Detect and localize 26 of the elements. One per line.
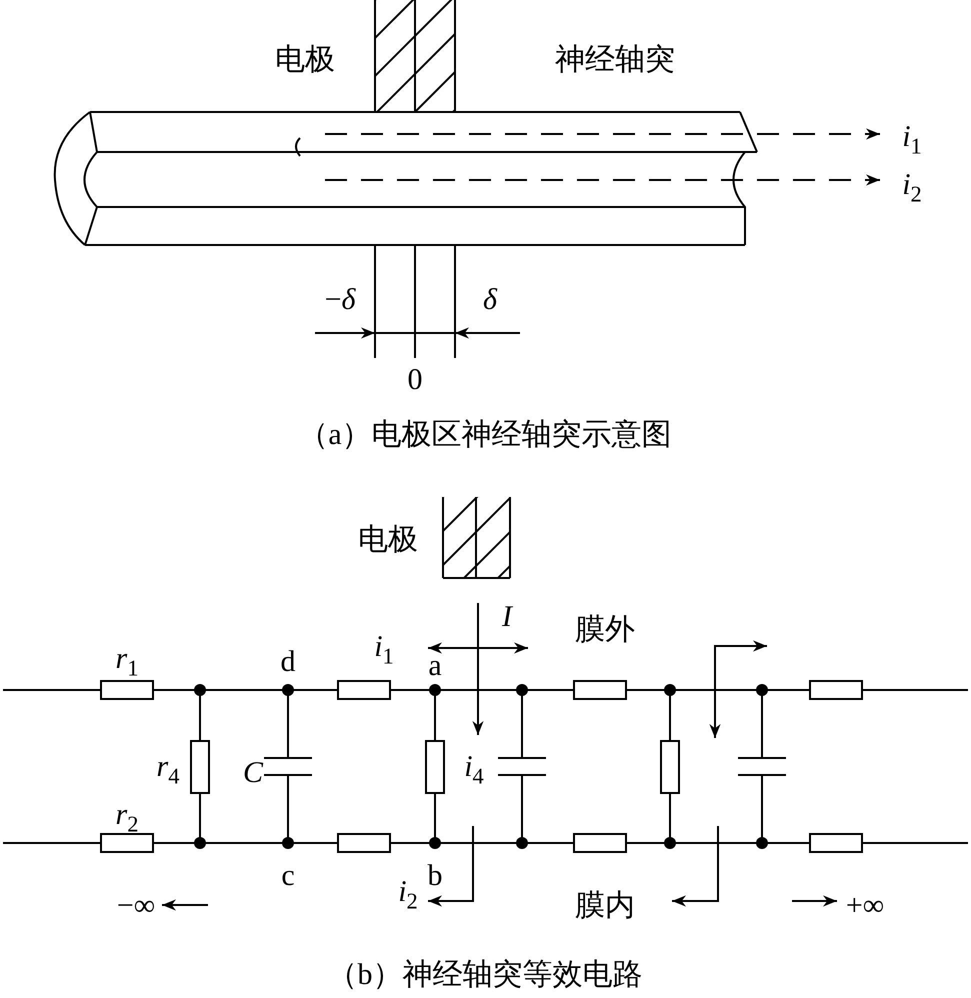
- dimension-label: 0: [408, 365, 422, 395]
- node-label: d: [280, 647, 296, 677]
- component-label: r$_{1}$: [116, 644, 138, 680]
- component-label: r$_{2}$: [116, 800, 138, 836]
- current-label: I: [502, 602, 512, 632]
- current-label: i$_{4}$: [464, 752, 484, 788]
- region-label: 膜外: [575, 615, 635, 645]
- node-label: b: [428, 861, 442, 891]
- current-label: i$_{2}$: [902, 170, 922, 206]
- part-label: 电极: [275, 45, 335, 75]
- direction-label: −∞: [116, 891, 156, 921]
- current-label: i$_{1}$: [902, 122, 922, 158]
- component-label: C: [243, 758, 263, 788]
- dimension-label: −δ: [324, 285, 356, 315]
- dimension-label: δ: [483, 285, 497, 315]
- node-label: c: [281, 861, 295, 891]
- figure-caption: （a）电极区神经轴突示意图: [298, 420, 672, 450]
- part-label: 电极: [358, 525, 418, 555]
- current-label: i$_{2}$: [398, 876, 418, 914]
- component-label: r$_{4}$: [156, 752, 180, 788]
- direction-label: +∞: [846, 891, 884, 921]
- node-label: a: [428, 651, 442, 681]
- current-label: i$_{1}$: [374, 632, 394, 668]
- part-label: 神经轴突: [555, 45, 675, 75]
- region-label: 膜内: [575, 891, 635, 921]
- figure-caption: （b）神经轴突等效电路: [328, 960, 642, 990]
